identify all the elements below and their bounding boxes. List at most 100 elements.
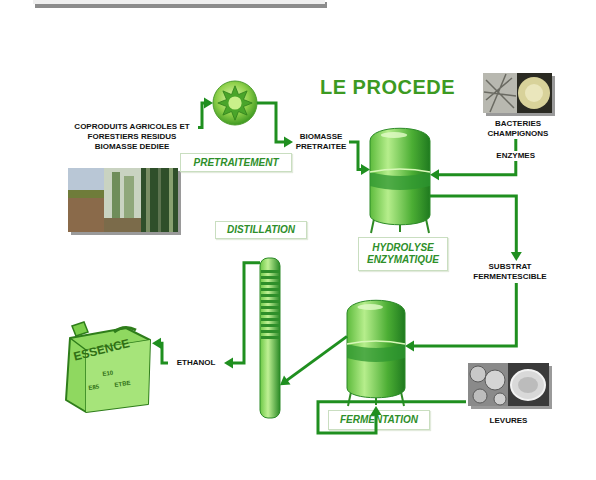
- field-horizon: [68, 190, 104, 198]
- arrow-head: [430, 169, 439, 180]
- step-label-box: HYDROLYSE ENZYMATIQUE: [358, 237, 448, 271]
- flow-arrow: [349, 142, 370, 175]
- column-tray: [261, 282, 279, 285]
- pretreatment-core: [228, 96, 241, 109]
- flow-line: [231, 263, 260, 363]
- arrow-head: [511, 252, 522, 261]
- arrow-head: [284, 137, 293, 148]
- step-label-box: DISTILLATION: [215, 221, 307, 239]
- tree-photo: [104, 168, 141, 232]
- text-node: COPRODUITS AGRICOLES ET FORESTIERS RESID…: [66, 122, 198, 234]
- column-tray: [261, 294, 279, 297]
- step-label: PRETRAITEMENT: [194, 157, 279, 169]
- flow-line: [257, 103, 286, 142]
- column-tray: [261, 270, 279, 273]
- petri-dish: [511, 370, 545, 400]
- tank-body: [347, 300, 405, 398]
- step-label-box: FERMENTATION: [328, 410, 430, 430]
- field-photo: [68, 168, 104, 232]
- flow-arrow: [152, 338, 168, 363]
- header-bar: [33, 0, 325, 4]
- yeast-cell: [494, 393, 506, 405]
- flow-line: [198, 103, 206, 128]
- tank-liquid-band: [347, 344, 405, 362]
- step-label-box: PRETRAITEMENT: [180, 153, 292, 172]
- tree-ground: [104, 218, 141, 232]
- can-shape: [62, 320, 152, 413]
- node-label: BACTERIES CHAMPIGNONS: [482, 119, 554, 139]
- column-shape: [260, 258, 280, 418]
- node-text-wrap: BACTERIES CHAMPIGNONS: [482, 72, 554, 139]
- flow-line: [349, 142, 363, 169]
- text-node: BIOMASSE PRETRAITEE: [293, 130, 349, 154]
- bacteria-filaments: [484, 74, 516, 112]
- yeast-cell: [485, 370, 505, 390]
- forest-trunk: [158, 168, 161, 232]
- node-label: BIOMASSE PRETRAITEE: [293, 132, 349, 152]
- flow-line: [159, 343, 168, 363]
- text-node: SUBSTRAT FERMENTESCIBLE: [465, 261, 555, 283]
- text-node: ETHANOL: [168, 357, 224, 369]
- yeast-photo: [468, 363, 508, 406]
- tank-liquid-line: [347, 341, 405, 344]
- node-label: SUBSTRAT FERMENTESCIBLE: [465, 262, 555, 282]
- fuel-grade: E10: [102, 369, 114, 378]
- yeast-photos: [468, 363, 552, 409]
- node-text-wrap: SUBSTRAT FERMENTESCIBLE: [465, 261, 555, 283]
- flow-line: [412, 283, 516, 346]
- fuel-can: ESSENCEE10E85ETBE: [62, 320, 152, 413]
- column-tray: [261, 336, 279, 339]
- tank-shape: [347, 299, 405, 406]
- text-node: BACTERIES CHAMPIGNONS: [482, 72, 554, 139]
- tank-highlight: [357, 304, 383, 310]
- text-node: LEVURES: [466, 362, 551, 426]
- flow-arrow: [257, 103, 293, 148]
- node-label: COPRODUITS AGRICOLES ET FORESTIERS RESID…: [66, 122, 198, 152]
- yeast-cell: [473, 389, 487, 403]
- circle-shape: [213, 81, 257, 125]
- flow-arrow: [405, 283, 516, 352]
- fuel-grade: E85: [88, 383, 100, 392]
- column-tray: [261, 288, 279, 291]
- tank-shape: [370, 127, 430, 233]
- bacteria-photo: [483, 73, 517, 113]
- column-tray: [261, 312, 279, 315]
- node-label: ETHANOL: [177, 358, 216, 368]
- node-text-wrap: BIOMASSE PRETRAITEE: [293, 130, 349, 154]
- arrow-head: [280, 376, 291, 386]
- microbe-photos: [483, 73, 555, 116]
- column-tray: [261, 300, 279, 303]
- node-text-wrap: ETHANOL: [168, 357, 224, 369]
- column-body: [260, 258, 280, 418]
- column-tray: [261, 318, 279, 321]
- tank-liquid-line: [370, 169, 430, 172]
- biomass-photos: [68, 168, 181, 235]
- arrow-head: [204, 98, 213, 109]
- yeast-cell: [470, 366, 486, 382]
- arrow-head: [371, 406, 382, 415]
- flow-line: [286, 336, 347, 381]
- forest-trunk: [169, 168, 173, 232]
- edge-label: ENZYMES: [495, 151, 536, 161]
- distillation-column: DISTILLATION: [260, 258, 280, 418]
- column-tray: [261, 306, 279, 309]
- reactor-tank: HYDROLYSE ENZYMATIQUE: [370, 127, 430, 233]
- fungus-colony-core: [525, 84, 543, 102]
- forest-photo: [141, 168, 178, 232]
- pretreatment-disc: [213, 81, 257, 125]
- arrow-head: [405, 341, 414, 352]
- flow-arrow: [318, 402, 466, 433]
- flow-line: [318, 402, 466, 433]
- can-handle: [114, 327, 136, 332]
- node-text-wrap: COPRODUITS AGRICOLES ET FORESTIERS RESID…: [66, 122, 198, 234]
- step-label: HYDROLYSE ENZYMATIQUE: [359, 242, 447, 266]
- petri-photo: [508, 363, 549, 406]
- fungus-colony: [518, 77, 550, 109]
- column-tray: [261, 330, 279, 333]
- petri-culture: [518, 377, 538, 393]
- pretreatment-star: [218, 86, 252, 120]
- reactor-tank: FERMENTATION: [347, 299, 405, 406]
- flow-arrow: [430, 196, 522, 261]
- fungus-photo: [517, 73, 552, 113]
